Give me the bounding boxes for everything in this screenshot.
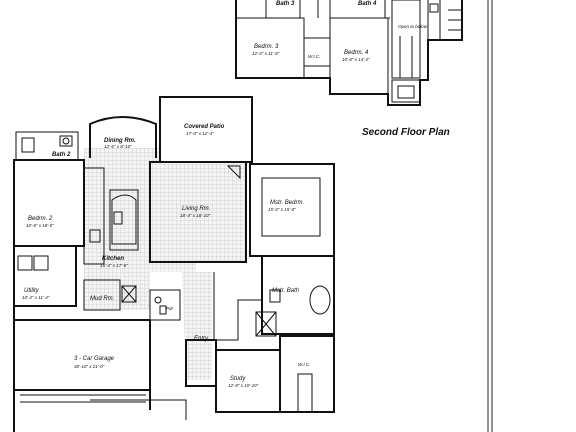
bath2-label: Bath 2 <box>52 152 71 158</box>
covered-patio-size: 17'-0" x 12'-4" <box>186 131 214 136</box>
entry-label: Entry <box>194 336 209 342</box>
living-size: 18'-4" x 18'-10" <box>180 213 211 218</box>
first-floor-plan: Dining Rm. 12'-6" x 8'-10" Covered Patio… <box>13 96 335 432</box>
kitchen-label: Kitchen <box>102 256 124 262</box>
wic-main-label: W.I.C. <box>298 362 310 367</box>
sheet-frame <box>487 0 493 432</box>
garage-label: 3 - Car Garage <box>74 356 115 362</box>
dining-label: Dining Rm. <box>104 138 136 144</box>
bath4-label: Bath 4 <box>358 1 377 7</box>
pdr-label: Pdr. <box>166 306 174 311</box>
bath3-label: Bath 3 <box>276 1 295 7</box>
garage-size: 30'-10" x 21'-0" <box>74 364 105 369</box>
second-floor-plan: Bath 3 Bath 4 Bedrm. 3 12'-0" x 11'-8" B… <box>235 0 463 138</box>
wic-upper-label: W.I.C. <box>308 54 320 59</box>
living-label: Living Rm. <box>182 206 210 212</box>
study-label: Study <box>230 376 246 382</box>
bedrm4-size: 10'-6" x 14'-2" <box>342 57 370 62</box>
utility-size: 10'-4" x 11'-4" <box>22 295 50 300</box>
bedrm2-label: Bedrm. 2 <box>28 216 53 222</box>
second-floor-title: Second Floor Plan <box>362 127 450 138</box>
mstr-bedrm-label: Mstr. Bedrm. <box>270 200 304 206</box>
mstr-bath-label: Mstr. Bath <box>272 288 300 294</box>
study-size: 12'-8" x 10'-10" <box>228 383 259 388</box>
dining-size: 12'-6" x 8'-10" <box>104 144 132 149</box>
open-below-label: Open to below <box>398 24 428 29</box>
covered-patio-label: Covered Patio <box>184 124 225 130</box>
mstr-bedrm-size: 15'-0" x 15'-0" <box>268 207 296 212</box>
bedrm3-size: 12'-0" x 11'-8" <box>252 51 280 56</box>
bedrm3-label: Bedrm. 3 <box>254 44 279 50</box>
utility-label: Utility <box>24 288 40 294</box>
mud-rm-label: Mud Rm. <box>90 296 114 302</box>
kitchen-size: 15'-4" x 17'-6" <box>100 263 128 268</box>
bedrm2-size: 10'-8" x 18'-0" <box>26 223 54 228</box>
bedrm4-label: Bedrm. 4 <box>344 50 369 56</box>
